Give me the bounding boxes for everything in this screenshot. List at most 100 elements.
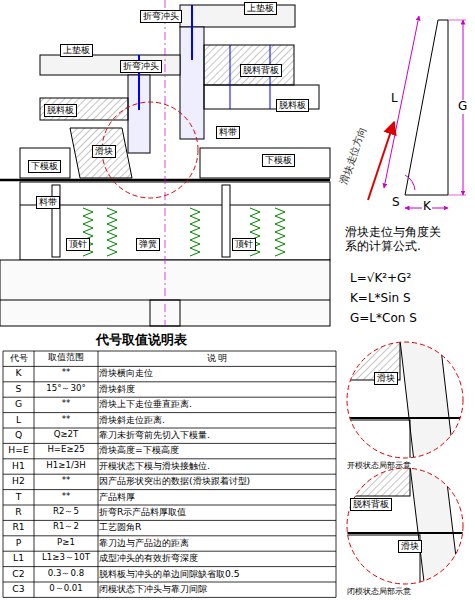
table-cell: Q≥2T <box>35 430 97 440</box>
table-cell: ** <box>35 415 97 425</box>
table-cell: 滑块上下走位垂直距离. <box>99 399 335 410</box>
part-name: 折弯冲头 <box>123 61 159 71</box>
table-grid <box>3 351 336 597</box>
table-cell: 0～0.01 <box>35 584 97 594</box>
table-cell: 0.3～0.8 <box>35 569 97 579</box>
table-cell: H1≥1/3H <box>35 461 97 471</box>
part-label: 下模板 <box>262 154 295 167</box>
table-title: 代号取值说明表 <box>96 333 187 348</box>
table-cell: R2～5 <box>35 507 97 517</box>
part-name: 料带 <box>39 197 57 207</box>
table-cell: 闭模状态下冲头与靠刀间隙 <box>99 584 335 595</box>
detail-caption: 开模状态局部示意 <box>347 461 411 470</box>
spring-coil <box>275 208 285 256</box>
table-cell: 脱料板与冲头的单边间隙缺省取0.5 <box>99 569 335 580</box>
part-name: 顶针 <box>69 239 87 249</box>
table-cell: P≥1 <box>35 538 97 548</box>
table-cell: 工艺圆角R <box>99 522 335 533</box>
part-name: 脱料板 <box>279 100 306 110</box>
slider-angle-figure <box>368 16 466 208</box>
part-label: 上垫板 <box>244 2 277 15</box>
part-label: 弹簧 <box>136 238 160 251</box>
part-label: 滑块 <box>92 145 116 158</box>
table-cell: 靠刀边与产品边的距离 <box>99 538 335 549</box>
dimension-letter: G <box>457 100 468 114</box>
part-name: 脱料板 <box>47 105 74 115</box>
table-cell: ** <box>35 492 97 502</box>
table-cell: 成型冲头的有效折弯深度 <box>99 553 335 564</box>
dimension-letter: L <box>390 92 399 106</box>
table-cell: 因产品形状突出的数据(滑块跟着讨型) <box>99 476 335 487</box>
part-label: 顶针 <box>232 238 256 251</box>
part-name: 脱料背板 <box>353 499 389 509</box>
part-name: 下模板 <box>265 155 292 165</box>
table-cell: H2 <box>4 476 33 487</box>
table-cell: H1 <box>4 461 33 472</box>
table-cell: K <box>4 368 33 379</box>
part-label: 滑块 <box>398 540 422 553</box>
table-cell: C2 <box>4 569 33 580</box>
table-cell: 滑块横向走位 <box>99 368 335 379</box>
die-assembly <box>0 0 330 326</box>
table-cell: 说 明 <box>99 353 335 364</box>
part-label: 脱料板 <box>276 99 309 112</box>
part-label: 上垫板 <box>60 44 93 57</box>
table-cell: G <box>4 399 33 410</box>
dimension-letter: S <box>392 196 400 210</box>
dimension-letter: K <box>422 200 432 214</box>
part-label: 下模板 <box>28 160 61 173</box>
part-name: 下模板 <box>31 161 58 171</box>
part-label: 折弯冲头 <box>120 60 162 73</box>
table-cell: R <box>4 507 33 518</box>
direction-label: 滑块走位方向 <box>337 125 368 187</box>
part-name: 滑块 <box>401 541 419 551</box>
part-label: 料带 <box>216 126 240 139</box>
part-name: 脱料背板 <box>243 65 279 75</box>
part-label: 脱料板 <box>44 104 77 117</box>
table-cell: 开模状态下模与滑块接触位. <box>99 461 335 472</box>
table-cell: L <box>4 415 33 426</box>
table-cell: R1～2 <box>35 522 97 532</box>
part-name: 料带 <box>219 127 237 137</box>
detail-circles <box>340 340 470 590</box>
table-cell: R1 <box>4 522 33 533</box>
detail-caption: 闭模状态局部示意 <box>347 587 411 596</box>
part-label: 脱料背板 <box>240 64 282 77</box>
part-name: 弹簧 <box>139 239 157 249</box>
table-cell: 靠刀未折弯前先切入下模量. <box>99 430 335 441</box>
part-name: 滑块 <box>95 146 113 156</box>
part-label: 滑块 <box>374 372 398 385</box>
table-cell: L1 <box>4 553 33 564</box>
table-cell: 代号 <box>4 353 33 364</box>
table-cell: 滑块斜度 <box>99 384 335 395</box>
spring-coil <box>107 208 117 256</box>
table-cell: S <box>4 384 33 395</box>
table-cell: L1≥3～10T <box>35 553 97 563</box>
spring-coil <box>190 208 200 256</box>
part-label: 折弯冲头 <box>140 10 182 23</box>
table-cell: ** <box>35 476 97 486</box>
part-label: 料带 <box>36 196 60 209</box>
table-cell: T <box>4 492 33 503</box>
formula-heading: 滑块走位与角度关系的计算公式. <box>345 226 445 254</box>
part-label: 脱料背板 <box>350 498 392 511</box>
table-cell: 滑块斜走位距离. <box>99 415 335 426</box>
part-name: 滑块 <box>377 373 395 383</box>
part-name: 顶针 <box>235 239 253 249</box>
table-cell: 折弯R示产品料厚取值 <box>99 507 335 518</box>
table-cell: ** <box>35 368 97 378</box>
table-cell: H=E <box>4 445 33 456</box>
part-name: 上垫板 <box>63 45 90 55</box>
formula: L=√K²+G² <box>350 272 411 286</box>
table-cell: 15°～30° <box>35 384 97 394</box>
table-cell: H=E≥25 <box>35 445 97 455</box>
table-cell: 产品料厚 <box>99 492 335 503</box>
table-cell: ** <box>35 399 97 409</box>
table-cell: Q <box>4 430 33 441</box>
table-cell: P <box>4 538 33 549</box>
part-name: 折弯冲头 <box>143 11 179 21</box>
table-cell: 取值范围 <box>35 353 97 363</box>
table-cell: 滑块高度=下模高度 <box>99 445 335 456</box>
table-cell: C3 <box>4 584 33 595</box>
formula: K=L*Sin S <box>350 292 411 306</box>
